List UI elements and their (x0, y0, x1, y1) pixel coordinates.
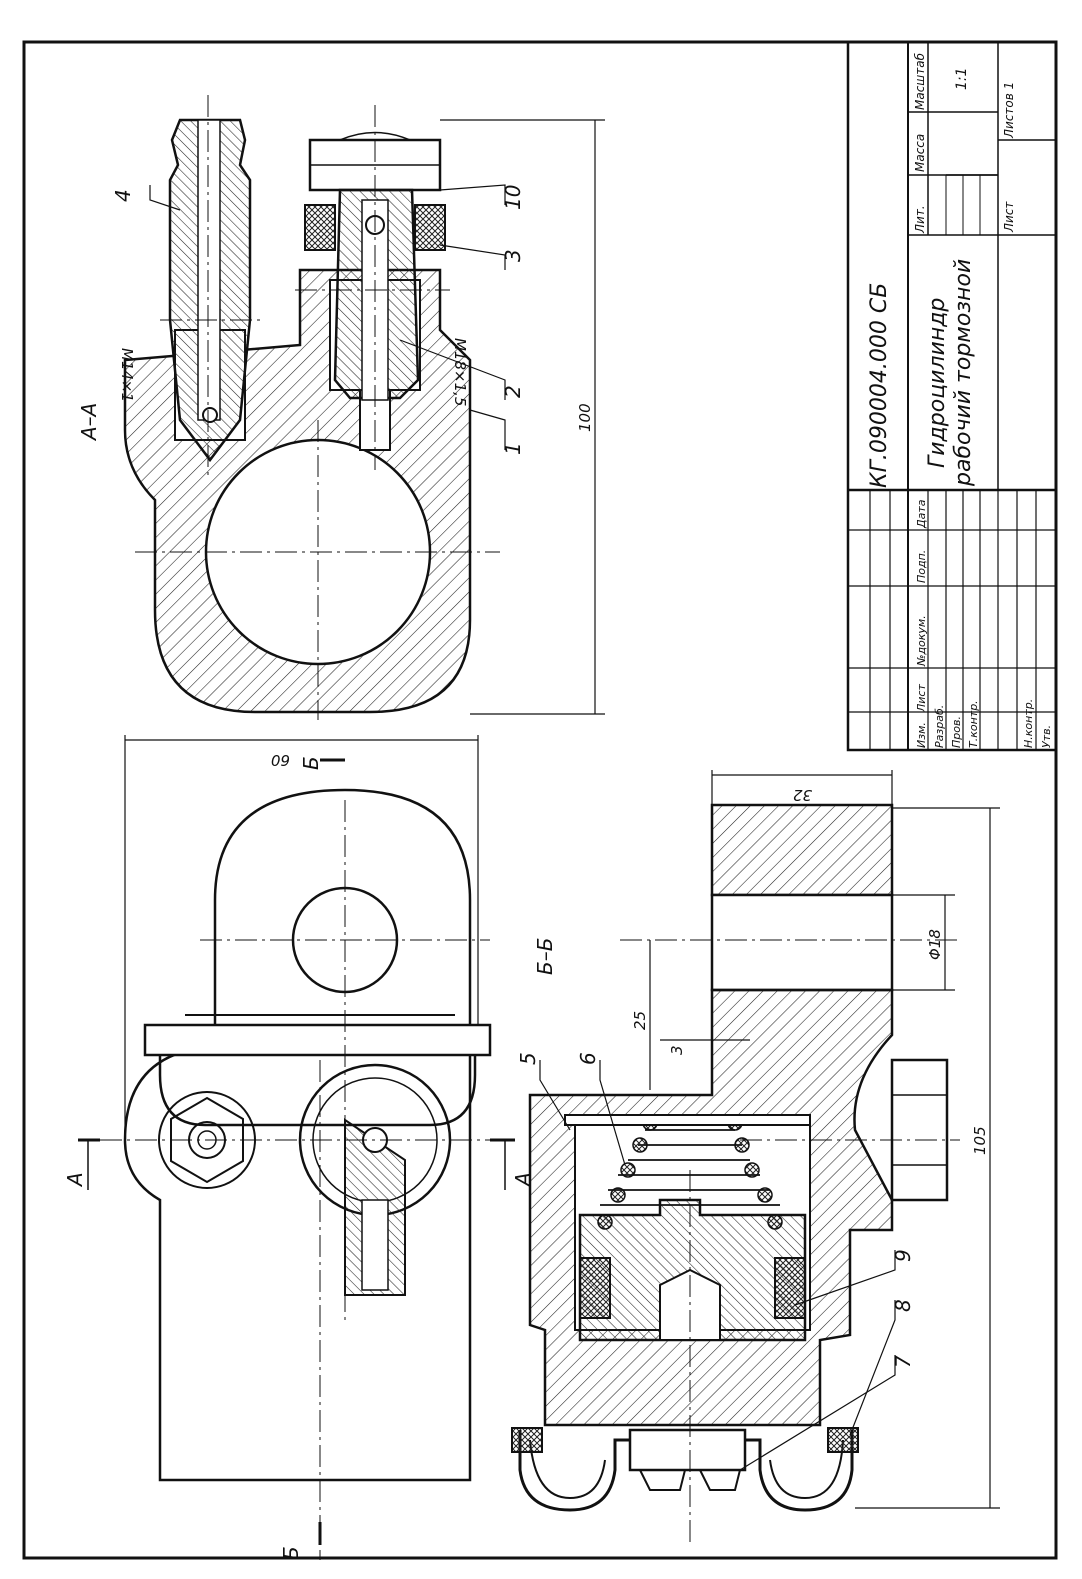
dim-25: 25 (631, 1011, 649, 1030)
row-razrab: Разраб. (933, 705, 946, 748)
callout-1: 1 (501, 442, 525, 455)
product-name-line2: рабочий тормозной (951, 259, 976, 487)
thread-m18: М18×1,5 (451, 338, 469, 406)
col-izm: Изм. (915, 722, 928, 748)
dim-60: 60 (271, 751, 290, 769)
section-a-a-label: А–А (77, 403, 101, 442)
callout-8: 8 (891, 1299, 915, 1312)
row-nkontr: Н.контр. (1022, 699, 1035, 748)
callout-2: 2 (501, 385, 525, 398)
dim-105: 105 (971, 1126, 989, 1155)
piston (578, 1198, 807, 1342)
row-prov: Пров. (950, 716, 963, 748)
callout-4: 4 (111, 189, 135, 202)
dim-32: 32 (793, 786, 812, 804)
scale-value: 1:1 (954, 67, 970, 90)
product-name-line1: Гидроцилиндр (925, 298, 950, 468)
row-utv: Утв. (1040, 725, 1053, 748)
thread-m14: М14×1 (118, 348, 136, 402)
boot-part-7 (518, 1430, 854, 1512)
lit-label: Лит. (913, 205, 927, 234)
col-podp: Подп. (915, 550, 928, 583)
callout-7: 7 (891, 1355, 915, 1368)
doc-number: КГ.090004.000 СБ (867, 283, 892, 488)
callout-10: 10 (501, 185, 525, 210)
list-label: Лист (1002, 201, 1016, 233)
section-b-b-label: Б–Б (533, 938, 557, 975)
col-ndokum: №докум. (915, 615, 928, 667)
callout-3: 3 (501, 249, 525, 262)
listov-label: Листов 1 (1002, 82, 1016, 139)
masshtab-label: Масштаб (913, 52, 927, 110)
dim-phi18: Φ18 (926, 929, 944, 960)
dim-3: 3 (668, 1045, 686, 1055)
col-data: Дата (915, 499, 928, 529)
spring-part-6 (600, 1129, 780, 1206)
push-rod (628, 1428, 747, 1472)
col-list: Лист (915, 684, 928, 713)
dim-100: 100 (576, 403, 594, 432)
cut-label-b-top: Б (299, 756, 323, 770)
mounting-flange (710, 803, 894, 897)
callout-6: 6 (576, 1052, 600, 1065)
massa-label: Масса (913, 134, 927, 172)
external-view: А А Б Б 60 (63, 735, 535, 1560)
cut-label-b-bottom: Б (279, 1546, 303, 1560)
callout-5: 5 (516, 1052, 540, 1065)
section-b-b-view: Б–Б (511, 770, 1000, 1545)
sheet-frame (22, 40, 1058, 1560)
section-a-a-view: А–А (77, 95, 605, 720)
title-block: КГ.090004.000 СБ Гидроцилиндр рабочий то… (846, 40, 1058, 752)
body-outline (123, 788, 472, 1482)
row-tkontr: Т.контр. (967, 700, 980, 748)
cut-label-a-left: А (63, 1172, 87, 1188)
boot-cap (143, 1023, 492, 1057)
callout-9: 9 (891, 1249, 915, 1262)
